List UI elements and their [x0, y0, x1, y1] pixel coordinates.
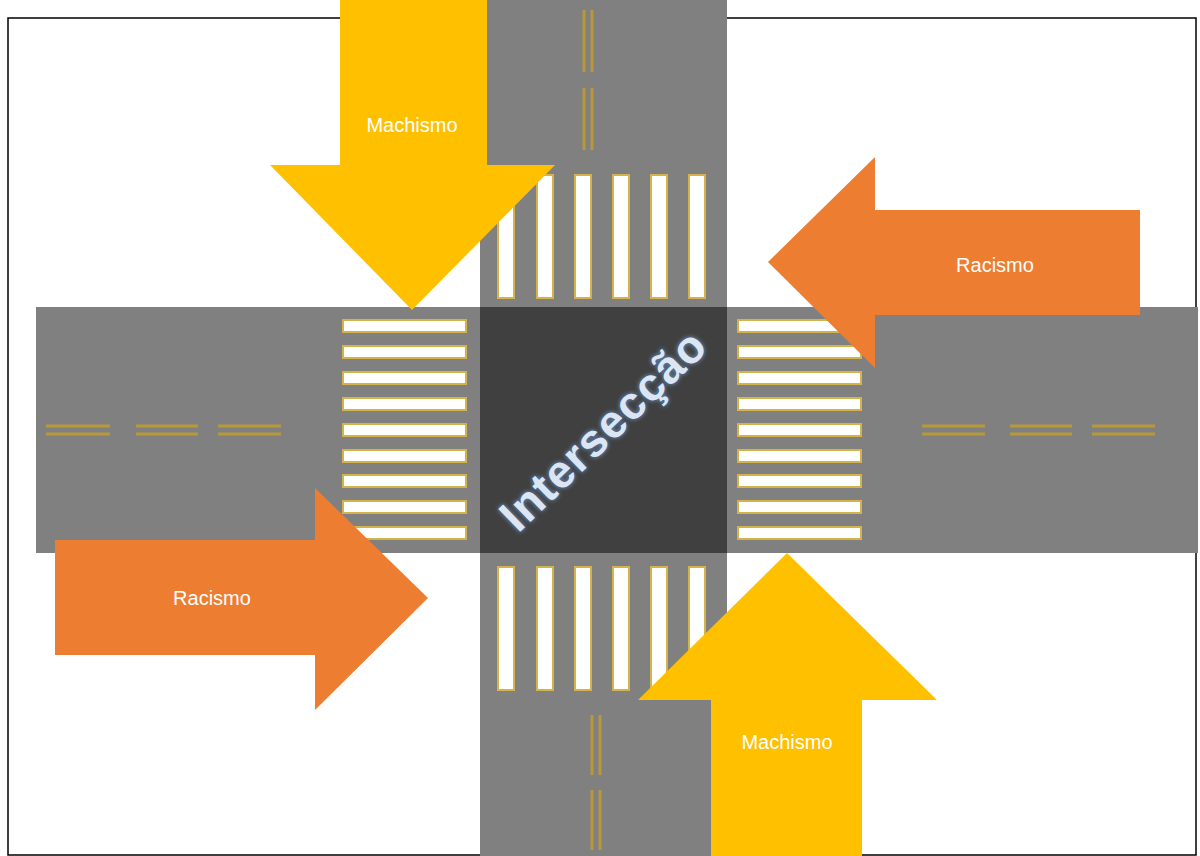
crosswalk-stripe: [738, 450, 861, 462]
crosswalk-stripe: [575, 567, 591, 690]
crosswalk-stripe: [343, 424, 466, 436]
crosswalk-stripe: [343, 501, 466, 513]
force-arrow: Machismo: [270, 0, 555, 310]
lane-dash: [1092, 425, 1155, 428]
lane-dash: [922, 425, 985, 428]
crosswalk-stripe: [738, 346, 861, 358]
crosswalk-stripe: [738, 475, 861, 487]
lane-dash: [599, 715, 602, 775]
crosswalk-stripe: [651, 567, 667, 690]
crosswalk-stripe: [537, 567, 553, 690]
crosswalk-stripe: [613, 175, 629, 298]
lane-dash: [583, 10, 586, 72]
crosswalk-stripe: [689, 175, 705, 298]
crosswalk-stripe: [651, 175, 667, 298]
lane-dash: [591, 715, 594, 775]
crosswalk-stripe: [343, 398, 466, 410]
lane-dash: [1010, 425, 1072, 428]
crosswalk-stripe: [613, 567, 629, 690]
arrow-shape: [638, 553, 937, 856]
lane-dash: [599, 790, 602, 850]
crosswalk-stripe: [343, 346, 466, 358]
crosswalk-stripe: [343, 475, 466, 487]
arrow-body: [768, 157, 1140, 368]
crosswalk-stripe: [738, 398, 861, 410]
arrow-label: Racismo: [173, 587, 251, 609]
lane-dash: [922, 433, 985, 436]
arrow-body: [270, 0, 555, 310]
arrow-label: Machismo: [741, 731, 832, 753]
lane-dash: [136, 425, 198, 428]
intersection-square: Intersecção: [480, 307, 727, 553]
intersection-label: Intersecção: [490, 319, 717, 541]
crosswalk-stripe: [343, 320, 466, 332]
lane-dash: [591, 10, 594, 72]
arrow-body: [638, 553, 937, 856]
lane-markings: [46, 10, 1155, 850]
vertical-road: [480, 0, 727, 856]
arrow-shape: [270, 0, 555, 310]
lane-dash: [218, 433, 281, 436]
crosswalk-stripe: [537, 175, 553, 298]
arrow-body: [55, 488, 428, 710]
lane-dash: [591, 790, 594, 850]
lane-dash: [46, 433, 110, 436]
crosswalk-stripe: [738, 372, 861, 384]
crosswalk-stripe: [738, 527, 861, 539]
crosswalk-stripe: [575, 175, 591, 298]
crosswalk-stripe: [343, 372, 466, 384]
lane-dash: [46, 425, 110, 428]
force-arrow: Machismo: [638, 553, 937, 856]
crosswalk-stripe: [738, 424, 861, 436]
lane-dash: [1010, 433, 1072, 436]
horizontal-road: [36, 307, 1198, 553]
crosswalk-stripe: [738, 501, 861, 513]
lane-dash: [591, 88, 594, 150]
lane-dash: [136, 433, 198, 436]
arrow-label: Racismo: [956, 254, 1034, 276]
lane-dash: [1092, 433, 1155, 436]
arrow-shape: [768, 157, 1140, 368]
lane-dash: [583, 88, 586, 150]
force-arrow: Racismo: [55, 488, 428, 710]
lane-dash: [218, 425, 281, 428]
crosswalk-stripe: [498, 567, 514, 690]
arrow-label: Machismo: [366, 114, 457, 136]
crosswalk-stripe: [343, 450, 466, 462]
force-arrow: Racismo: [768, 157, 1140, 368]
